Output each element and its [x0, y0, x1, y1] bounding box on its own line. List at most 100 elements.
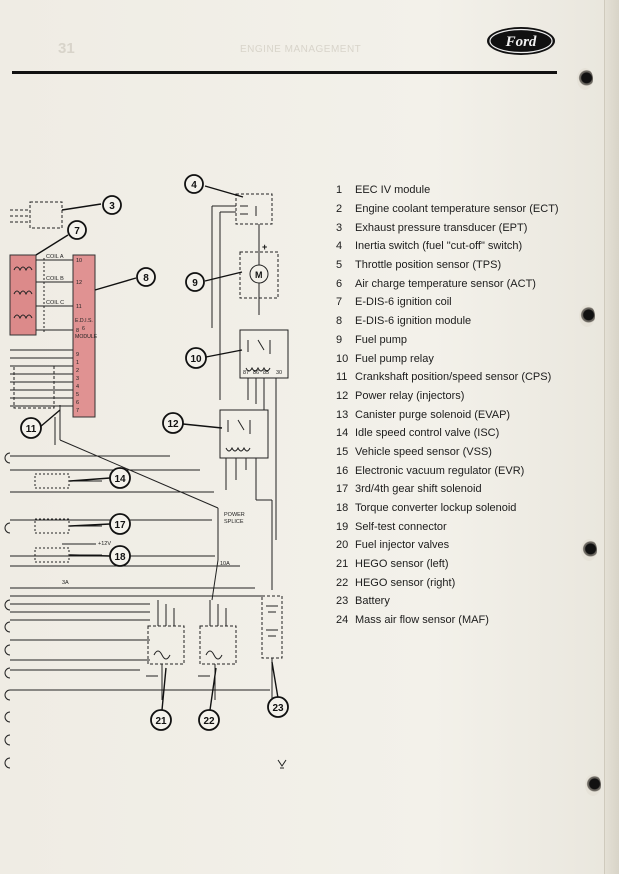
voltage-label: +12V	[98, 541, 111, 547]
battery	[261, 595, 283, 659]
callout-14	[109, 467, 131, 489]
callout-17-label: 17	[114, 520, 126, 531]
edis-label-3: MODULE	[75, 334, 98, 340]
callout-22-label: 22	[203, 716, 215, 727]
solenoid-18	[34, 547, 70, 563]
coil-pack	[9, 254, 37, 336]
relay-pin-86: 86	[253, 370, 259, 376]
callout-4-label: 4	[191, 180, 197, 191]
callout-23-label: 23	[272, 703, 284, 714]
binder-hole	[585, 774, 601, 796]
hego-sensor-right	[199, 625, 237, 665]
pin-9: 9	[76, 352, 79, 358]
inertia-switch	[235, 193, 273, 225]
pin-3: 3	[76, 376, 79, 382]
callout-12-label: 12	[167, 419, 179, 430]
callout-23	[267, 696, 289, 718]
ford-logo-text: Ford	[505, 34, 537, 50]
callout-12	[162, 412, 184, 434]
power-relay	[219, 409, 269, 459]
ept-box	[29, 201, 63, 229]
relay-pin-85: 85	[263, 370, 269, 376]
edis-label-2: 6	[82, 326, 85, 332]
pin-2: 2	[76, 368, 79, 374]
callout-8	[136, 267, 156, 287]
callout-9-label: 9	[192, 278, 198, 289]
fuse-3a-label: 3A	[62, 580, 69, 586]
hego-sensor-left	[147, 625, 185, 665]
callout-7	[67, 220, 87, 240]
callout-7-label: 7	[74, 226, 80, 237]
relay-pin-87: 87	[243, 370, 249, 376]
coil-c-label: COIL C	[46, 300, 64, 306]
callout-10	[185, 347, 207, 369]
callout-17	[109, 513, 131, 535]
pin-12: 12	[76, 280, 82, 286]
binder-hole	[579, 305, 595, 327]
callout-3	[102, 195, 122, 215]
callout-10-label: 10	[190, 354, 202, 365]
callout-8-label: 8	[143, 273, 149, 284]
callout-18-label: 18	[114, 552, 126, 563]
page-edge	[604, 0, 619, 874]
pin-5: 5	[76, 392, 79, 398]
callout-14-label: 14	[114, 474, 126, 485]
pin-1: 1	[76, 360, 79, 366]
header-rule	[12, 71, 557, 74]
ford-logo: Ford	[487, 27, 555, 55]
edis-label-1: E.D.I.S.	[75, 318, 93, 324]
callout-21-label: 21	[155, 716, 167, 727]
pin-7: 7	[76, 408, 79, 414]
section-title: ENGINE MANAGEMENT	[240, 44, 362, 55]
plus-sign: +	[262, 242, 267, 252]
pin-10: 10	[76, 258, 82, 264]
solenoid-isc	[34, 473, 70, 489]
power-splice-label-2: SPLICE	[224, 519, 244, 525]
callout-11-label: 11	[26, 424, 37, 435]
pin-4: 4	[76, 384, 79, 390]
pin-11: 11	[76, 304, 82, 310]
callout-9	[185, 272, 205, 292]
binder-hole	[577, 68, 593, 90]
callout-18	[109, 545, 131, 567]
callout-11	[20, 417, 42, 439]
callouts	[20, 174, 289, 731]
coil-b-label: COIL B	[46, 276, 64, 282]
callout-4	[184, 174, 204, 194]
power-splice-label: POWER	[224, 512, 245, 518]
fuse-10a-label: 10A	[220, 561, 230, 567]
page-number: 31	[58, 40, 75, 57]
coil-a-label: COIL A	[46, 254, 64, 260]
relay-pin-30: 30	[276, 370, 282, 376]
solenoid-17	[34, 518, 70, 534]
callout-21	[150, 709, 172, 731]
pin-8: 8	[76, 328, 79, 334]
